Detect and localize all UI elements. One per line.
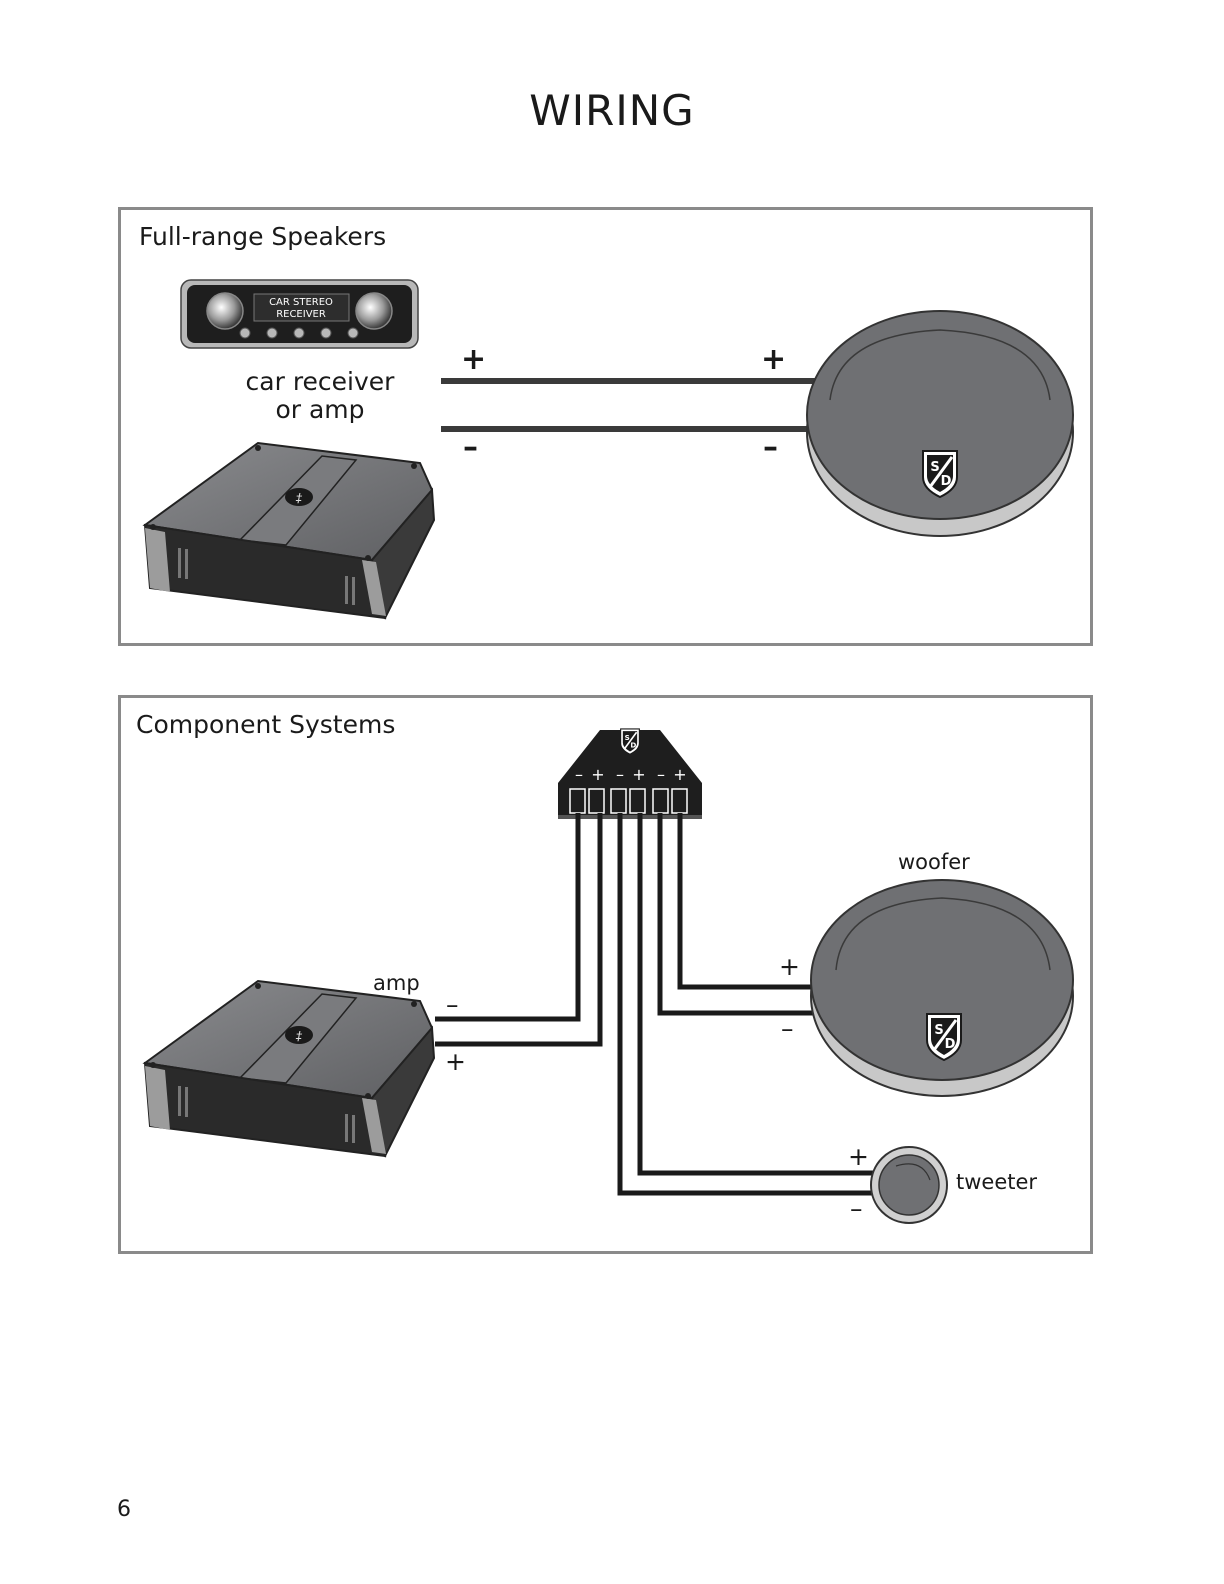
full-range-speaker-icon (807, 311, 1073, 536)
source-label: car receiver or amp (240, 368, 400, 424)
source-minus-sign: – (463, 433, 478, 463)
tweeter-plus-sign: + (848, 1144, 869, 1169)
tweeter-icon (871, 1147, 947, 1223)
woofer-minus-sign: – (781, 1016, 794, 1041)
tweeter-minus-sign: – (850, 1196, 863, 1221)
page-number: 6 (117, 1497, 131, 1522)
source-label-line1: car receiver (240, 368, 400, 396)
speaker-plus-sign: + (761, 345, 786, 375)
crossover-terminal-4: + (632, 765, 645, 784)
crossover-terminal-6: + (673, 765, 686, 784)
woofer-icon (811, 880, 1073, 1096)
amplifier-icon (145, 443, 434, 618)
woofer-plus-sign: + (779, 954, 800, 979)
tweeter-label: tweeter (956, 1170, 1037, 1194)
source-plus-sign: + (461, 345, 486, 375)
crossover-terminal-3: – (616, 765, 624, 784)
amp-minus-sign: – (446, 992, 459, 1017)
receiver-display-line1: CAR STEREO (269, 297, 333, 308)
source-label-line2: or amp (240, 396, 400, 424)
woofer-label: woofer (898, 850, 970, 874)
component-amplifier-icon (145, 981, 434, 1156)
crossover-terminal-2: + (591, 765, 604, 784)
speaker-minus-sign: – (763, 433, 778, 463)
crossover-icon: – + – + – + (558, 729, 702, 819)
amp-plus-sign: + (445, 1049, 466, 1074)
speaker-wires (441, 378, 816, 432)
amp-label: amp (373, 971, 420, 995)
receiver-display-line2: RECEIVER (276, 309, 326, 320)
car-stereo-receiver-icon: CAR STEREO RECEIVER (181, 280, 418, 348)
crossover-terminal-1: – (575, 765, 583, 784)
crossover-terminal-5: – (657, 765, 665, 784)
